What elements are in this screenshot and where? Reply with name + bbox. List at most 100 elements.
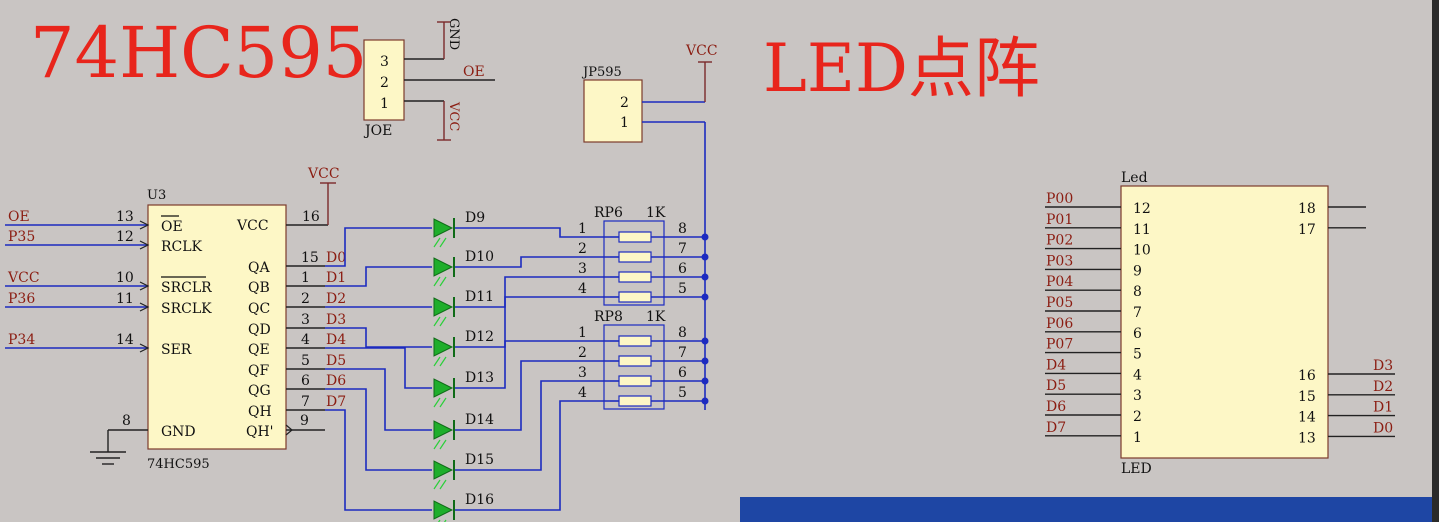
rp6-ref: RP6 — [594, 205, 623, 221]
rp6-left-pin-3: 4 — [578, 281, 587, 297]
matrix-right-top-num-0: 18 — [1298, 201, 1316, 217]
rp6-right-pin-3: 5 — [678, 281, 687, 297]
u3-right-name-1: QB — [248, 280, 270, 296]
matrix-right-bottom-num-3: 13 — [1298, 430, 1316, 446]
matrix-right-bottom-net-2: D1 — [1373, 400, 1393, 416]
rp8-value: 1K — [646, 309, 666, 325]
u3-gnd-num: 8 — [122, 413, 131, 429]
matrix-left-net-11: D7 — [1046, 420, 1066, 436]
u3-right-name-5: QF — [248, 363, 269, 379]
u3-qh-out-name: QH' — [246, 424, 274, 440]
matrix-left-num-9: 3 — [1133, 388, 1142, 404]
u3-left-name-2: SRCLR — [161, 280, 212, 296]
rp8-left-pin-1: 2 — [578, 345, 587, 361]
matrix-right-bottom-net-1: D2 — [1373, 379, 1393, 395]
rp8-resistor-1 — [618, 355, 652, 367]
matrix-left-num-3: 9 — [1133, 263, 1142, 279]
led-label-d12: D12 — [465, 329, 494, 345]
rp8-resistor-3 — [618, 395, 652, 407]
matrix-right-bottom-num-1: 15 — [1298, 389, 1316, 405]
rp6-resistor-3 — [618, 291, 652, 303]
matrix-left-net-9: D5 — [1046, 378, 1066, 394]
rp6-right-pin-1: 7 — [678, 241, 687, 257]
u3-left-net-0: OE — [8, 209, 30, 225]
u3-right-name-2: QC — [248, 301, 270, 317]
title-74hc595: 74HC595 — [30, 12, 367, 94]
led-label-d9: D9 — [465, 210, 485, 226]
rp8-left-pin-2: 3 — [578, 365, 587, 381]
rp6-left-pin-0: 1 — [578, 221, 587, 237]
led-matrix-chip: Led LED P0012P0111P0210P039P048P057P066P… — [1045, 170, 1395, 477]
matrix-left-net-8: D4 — [1046, 357, 1066, 373]
rp8-ref: RP8 — [594, 309, 623, 325]
u3-body — [147, 204, 287, 450]
rp8-right-pin-2: 6 — [678, 365, 687, 381]
matrix-left-net-5: P05 — [1046, 295, 1073, 311]
joe-net-gnd: GND — [446, 18, 461, 50]
u3-left-name-3: SRCLK — [161, 301, 212, 317]
rp6-value: 1K — [646, 205, 666, 221]
u3-right-net-5: D5 — [326, 353, 346, 369]
u3-left-name-1: RCLK — [161, 239, 203, 255]
joe-ref: JOE — [363, 123, 392, 139]
matrix-left-net-6: P06 — [1046, 316, 1073, 332]
led-d12: D12 — [433, 329, 494, 367]
joe-net-oe: OE — [463, 64, 485, 80]
matrix-left-num-0: 12 — [1133, 201, 1151, 217]
joe-net-vcc: VCC — [446, 101, 461, 131]
u3-right-num-6: 6 — [301, 373, 310, 389]
u3-right-net-7: D7 — [326, 394, 346, 410]
u3-right-name-0: QA — [248, 260, 270, 276]
led-d9: D9 — [433, 210, 485, 248]
u3-right-num-7: 7 — [301, 394, 310, 410]
matrix-right-bottom-net-0: D3 — [1373, 358, 1393, 374]
rp8-right-pin-3: 5 — [678, 385, 687, 401]
u3-left-num-0: 13 — [116, 209, 134, 225]
matrix-left-net-1: P01 — [1046, 212, 1073, 228]
jp595-body — [583, 79, 643, 143]
u3-right-net-1: D1 — [326, 270, 346, 286]
matrix-left-num-2: 10 — [1133, 243, 1151, 259]
matrix-right-top-num-1: 17 — [1298, 222, 1316, 238]
u3-qh-out-num: 9 — [300, 413, 309, 429]
u3-right-net-4: D4 — [326, 332, 346, 348]
joe-jumper: 3 2 1 GND OE VCC JOE — [363, 18, 495, 141]
u3-left-net-2: VCC — [7, 270, 40, 286]
jp595-pin-1: 1 — [620, 115, 629, 131]
rp8-right-pin-1: 7 — [678, 345, 687, 361]
right-edge-bar — [1432, 0, 1439, 522]
jp595-pin-2: 2 — [620, 95, 629, 111]
u3-right-name-7: QH — [248, 404, 272, 420]
rp8-right-pin-0: 8 — [678, 325, 687, 341]
matrix-left-num-1: 11 — [1133, 222, 1151, 238]
matrix-left-pins: P0012P0111P0210P039P048P057P066P075D44D5… — [1045, 191, 1151, 446]
u3-gnd-name: GND — [161, 424, 196, 440]
u3-right-net-0: D0 — [326, 250, 346, 266]
matrix-ref: Led — [1121, 170, 1148, 186]
u3-right-name-3: QD — [248, 322, 271, 338]
led-label-d16: D16 — [465, 492, 494, 508]
led-label-d14: D14 — [465, 412, 494, 428]
led-d13: D13 — [433, 370, 494, 408]
joe-pin-2: 2 — [380, 75, 389, 91]
led-d15: D15 — [433, 452, 494, 490]
title-led-matrix: LED点阵 — [763, 30, 1040, 107]
led-d11: D11 — [433, 289, 494, 327]
matrix-left-net-3: P03 — [1046, 253, 1073, 269]
matrix-left-num-10: 2 — [1133, 409, 1142, 425]
jp595-jumper: JP595 2 1 VCC — [581, 43, 718, 410]
rp8-outline — [603, 324, 665, 410]
rp6-resistor-1 — [618, 251, 652, 263]
u3-left-net-4: P34 — [8, 332, 35, 348]
matrix-right-bottom-num-0: 16 — [1298, 368, 1316, 384]
matrix-left-num-4: 8 — [1133, 284, 1142, 300]
u3-right-net-3: D3 — [326, 312, 346, 328]
u3-left-num-1: 12 — [116, 229, 134, 245]
matrix-left-net-2: P02 — [1046, 233, 1073, 249]
